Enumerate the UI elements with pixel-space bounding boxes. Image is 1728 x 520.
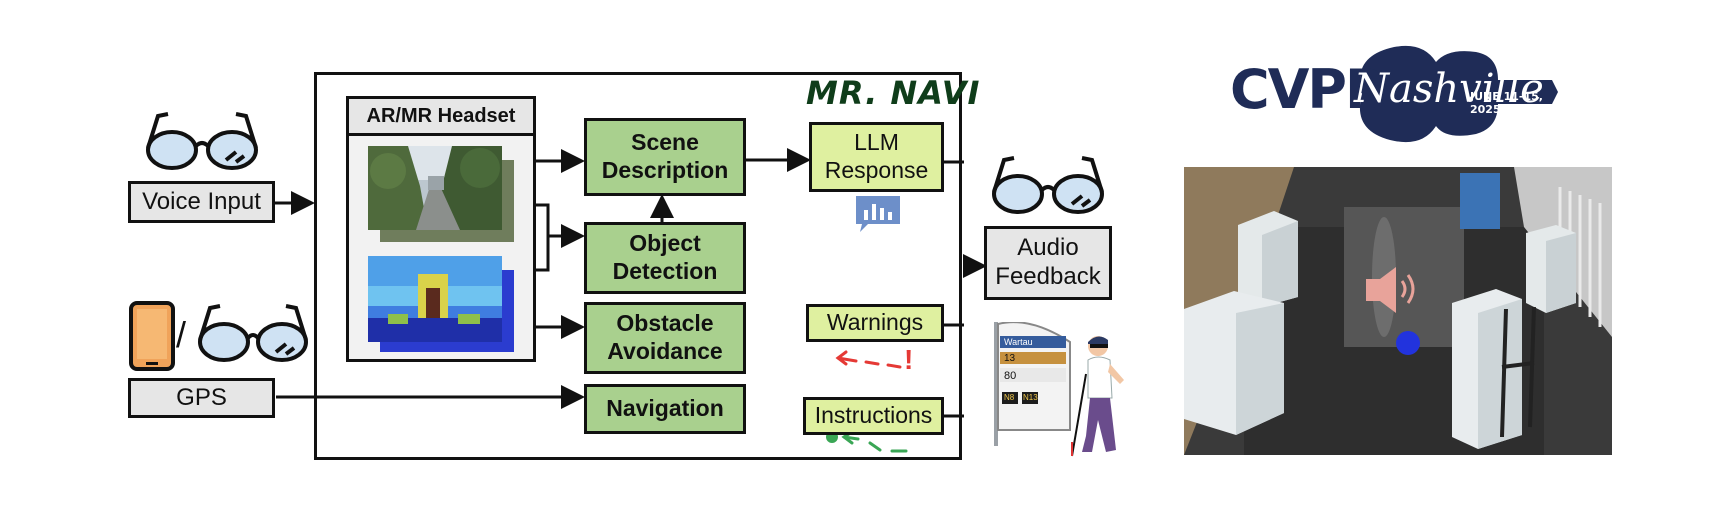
warning-exclamation: !	[904, 344, 914, 375]
mr-scene-photo	[1184, 167, 1612, 455]
depth-map-image	[368, 256, 502, 342]
sign-route-a: N8	[1004, 393, 1015, 402]
sign-row-1: 13	[1004, 353, 1016, 364]
bus-stop-sign	[994, 322, 1071, 446]
gps-input-box: GPS	[128, 378, 275, 418]
audio-feedback-box: Audio Feedback	[984, 226, 1112, 300]
smart-glasses-icon	[146, 112, 258, 170]
system-title: MR. NAVI	[806, 74, 981, 112]
headset-label: AR/MR Headset	[346, 96, 536, 136]
llm-response-box: LLM Response	[809, 122, 944, 192]
warning-direction-icon	[835, 350, 902, 369]
feedback-glasses-icon	[992, 156, 1104, 214]
instructions-box: Instructions	[803, 397, 944, 435]
sign-row-2: 80	[1004, 370, 1017, 382]
sign-route-b: N13	[1023, 393, 1038, 402]
scene-description-box: Scene Description	[584, 118, 746, 196]
sign-header: Wartau	[1004, 337, 1033, 347]
voice-input-box: Voice Input	[128, 181, 275, 223]
or-slash: /	[176, 314, 187, 355]
guitar-shape	[1359, 45, 1558, 143]
logo-cvpr-text: CVPR	[1230, 58, 1387, 121]
logo-nashville-script: Nashville	[1354, 66, 1544, 112]
navigation-box: Navigation	[584, 384, 746, 434]
obstacle-avoidance-box: Obstacle Avoidance	[584, 302, 746, 374]
blind-walker-illustration	[1071, 336, 1124, 457]
rgb-camera-image	[368, 146, 502, 230]
cvpr-logo: CVPR Nashville JUNE 11-15, 2025	[1230, 38, 1560, 148]
gps-glasses-icon	[198, 304, 308, 362]
logo-dates: JUNE 11-15, 2025	[1470, 90, 1543, 116]
smartphone-icon	[129, 301, 175, 371]
speech-chart-icon	[856, 196, 900, 232]
object-detection-box: Object Detection	[584, 222, 746, 294]
system-frame	[314, 72, 962, 460]
warnings-box: Warnings	[806, 304, 944, 342]
